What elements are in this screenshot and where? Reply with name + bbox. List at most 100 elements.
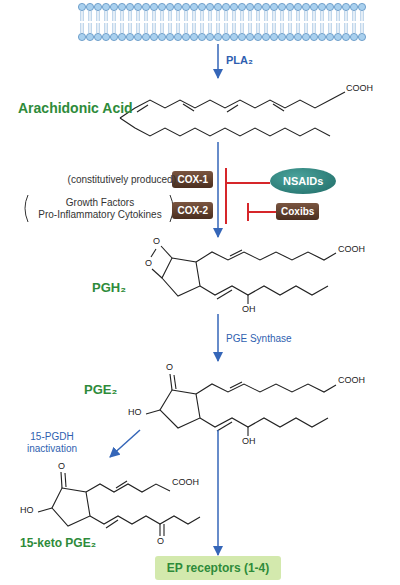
atom-label: COOH (338, 376, 365, 386)
cell-membrane (200, 11, 201, 21)
cell-membrane (296, 11, 297, 21)
cell-membrane (184, 11, 185, 21)
atom-label: O (166, 363, 173, 373)
cell-membrane (224, 23, 225, 33)
cell-membrane (238, 33, 245, 40)
keto-pge2-structure (90, 516, 200, 524)
atom-label: COOH (338, 245, 365, 255)
cell-membrane (347, 23, 348, 33)
cell-membrane (115, 11, 116, 21)
atom-label: COOH (172, 478, 199, 488)
cell-membrane (216, 23, 217, 33)
atom-label: OH (242, 437, 256, 447)
cell-membrane (312, 11, 313, 21)
cell-membrane (251, 23, 252, 33)
cell-membrane (310, 3, 317, 10)
cell-membrane (360, 11, 361, 21)
cell-membrane (259, 23, 260, 33)
cell-membrane (83, 11, 84, 21)
pge2-structure (174, 375, 176, 389)
pge2-structure (200, 418, 328, 427)
atom-label: O (145, 259, 152, 269)
cell-membrane (112, 11, 113, 21)
cell-membrane (214, 3, 221, 10)
cell-membrane (120, 11, 121, 21)
cell-membrane (80, 23, 81, 33)
cell-membrane (203, 23, 204, 33)
reaction-arrow (217, 314, 219, 361)
cell-membrane (328, 11, 329, 21)
cell-membrane (219, 11, 220, 21)
cell-membrane (80, 11, 81, 21)
cell-membrane (104, 11, 105, 21)
cell-membrane (230, 3, 237, 10)
molecule: PGE₂ (84, 362, 368, 430)
cell-membrane (358, 33, 365, 40)
pgh2-structure (247, 295, 248, 304)
cell-membrane (131, 11, 132, 21)
cell-membrane (176, 23, 177, 33)
reaction-arrow (217, 142, 219, 237)
note: Pro-Inflammatory Cytokines (30, 209, 170, 220)
cell-membrane (286, 3, 293, 10)
cell-membrane (304, 23, 305, 33)
cell-membrane (222, 33, 229, 40)
cell-membrane (118, 3, 125, 10)
cell-membrane (110, 33, 117, 40)
cell-membrane (206, 33, 213, 40)
cell-membrane (152, 23, 153, 33)
keto-pge2-structure (86, 484, 170, 492)
cell-membrane (96, 23, 97, 33)
keto-pge2-structure (65, 473, 66, 487)
cell-membrane (102, 33, 109, 40)
cell-membrane (235, 23, 236, 33)
cell-membrane (160, 23, 161, 33)
cell-membrane (102, 3, 109, 10)
cell-membrane (147, 23, 148, 33)
pgh2-structure (200, 286, 328, 295)
cell-membrane (152, 11, 153, 21)
cell-membrane (88, 23, 89, 33)
pgh2-structure (230, 250, 242, 256)
cell-membrane (224, 11, 225, 21)
cell-membrane (182, 3, 189, 10)
cell-membrane (363, 23, 364, 33)
cell-membrane (254, 33, 261, 40)
cell-membrane (352, 23, 353, 33)
cell-membrane (358, 3, 365, 10)
cell-membrane (187, 23, 188, 33)
cell-membrane (278, 3, 285, 10)
cell-membrane (99, 23, 100, 33)
cell-membrane (142, 3, 149, 10)
pgh2-structure (151, 246, 336, 304)
cell-membrane (251, 11, 252, 21)
cell-membrane (363, 11, 364, 21)
cell-membrane (315, 23, 316, 33)
cell-membrane (91, 23, 92, 33)
cell-membrane (267, 11, 268, 21)
atom-label: O (157, 537, 164, 547)
cell-membrane (136, 23, 137, 33)
cell-membrane (243, 23, 244, 33)
cell-membrane (323, 11, 324, 21)
cell-membrane (107, 23, 108, 33)
cell-membrane (171, 11, 172, 21)
cell-membrane (174, 33, 181, 40)
cell-membrane (206, 3, 213, 10)
cell-membrane (240, 11, 241, 21)
cell-membrane (318, 3, 325, 10)
cell-membrane (94, 3, 101, 10)
drug-oval: NSAIDs (270, 168, 336, 194)
cell-membrane (168, 11, 169, 21)
cell-membrane (344, 11, 345, 21)
cell-membrane (235, 11, 236, 21)
cell-membrane (163, 23, 164, 33)
cell-membrane (147, 11, 148, 21)
cell-membrane (120, 23, 121, 33)
cell-membrane (318, 33, 325, 40)
atom-label: O (58, 462, 65, 472)
cell-membrane (312, 23, 313, 33)
keto-pge2-structure (106, 520, 118, 528)
